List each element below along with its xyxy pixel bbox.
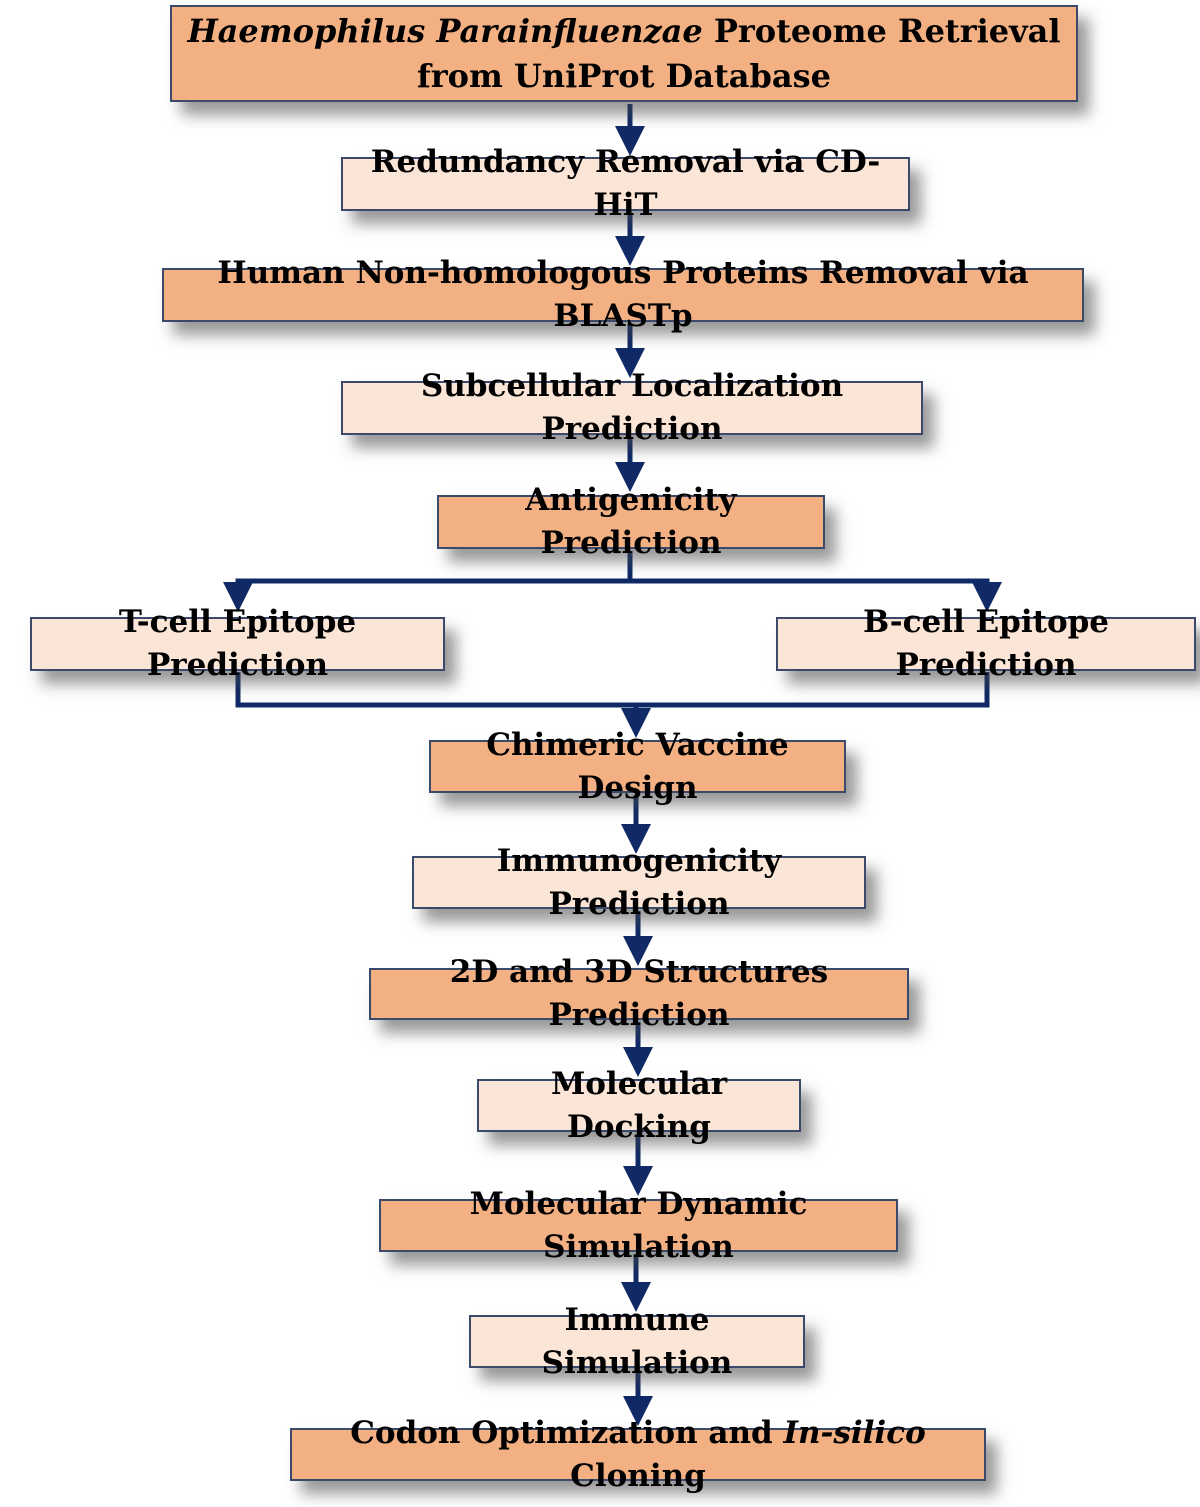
species-name: Haemophilus Parainfluenzae [187,12,703,51]
step-non-homologous-removal: Human Non-homologous Proteins Removal vi… [162,255,1084,334]
step-label: 2D and 3D Structures Prediction [449,954,829,1033]
step-label: Redundancy Removal via CD-HiT [370,144,881,223]
step-label: Immune Simulation [541,1301,733,1381]
step-label: Subcellular Localization Prediction [420,368,844,447]
step-label: Molecular Docking [550,1065,728,1145]
step-text-italic: In-silico [783,1414,926,1451]
step-label: B-cell Epitope Prediction [862,604,1110,683]
step-immunogenicity: Immunogenicity Prediction [412,843,866,922]
step-b-cell-epitope: B-cell Epitope Prediction [776,604,1196,683]
step-redundancy-removal: Redundancy Removal via CD-HiT [341,144,910,223]
step-text: Codon Optimization and [350,1414,784,1451]
step-subcellular-localization: Subcellular Localization Prediction [341,368,923,447]
step-t-cell-epitope: T-cell Epitope Prediction [30,604,445,683]
step-text-end: Cloning [570,1457,706,1494]
step-molecular-docking: Molecular Docking [477,1066,801,1145]
step-chimeric-vaccine: Chimeric Vaccine Design [429,727,846,806]
step-antigenicity: Antigenicity Prediction [437,482,825,561]
step-label: T-cell Epitope Prediction [118,604,357,683]
step-structures: 2D and 3D Structures Prediction [369,954,909,1033]
split-connector [223,551,633,612]
step-md-simulation: Molecular Dynamic Simulation [379,1186,898,1265]
step-immune-simulation: Immune Simulation [469,1302,805,1381]
step-label: Immunogenicity Prediction [496,842,782,922]
step-label: Antigenicity Prediction [525,482,737,561]
split-connector-right [630,578,1002,612]
step-label: Human Non-homologous Proteins Removal vi… [217,255,1029,334]
step-label: Chimeric Vaccine Design [486,726,789,806]
step-label: Haemophilus Parainfluenzae Proteome Retr… [172,9,1076,97]
step-label: Molecular Dynamic Simulation [469,1185,808,1265]
step-text: Proteome Retrieval from UniProt Database [417,12,1061,95]
merge-connector [235,672,990,708]
step-proteome-retrieval: Haemophilus Parainfluenzae Proteome Retr… [170,5,1078,102]
step-codon-optimization: Codon Optimization and In-silico Cloning [290,1415,986,1494]
step-label: Codon Optimization and In-silico Cloning [292,1412,984,1498]
